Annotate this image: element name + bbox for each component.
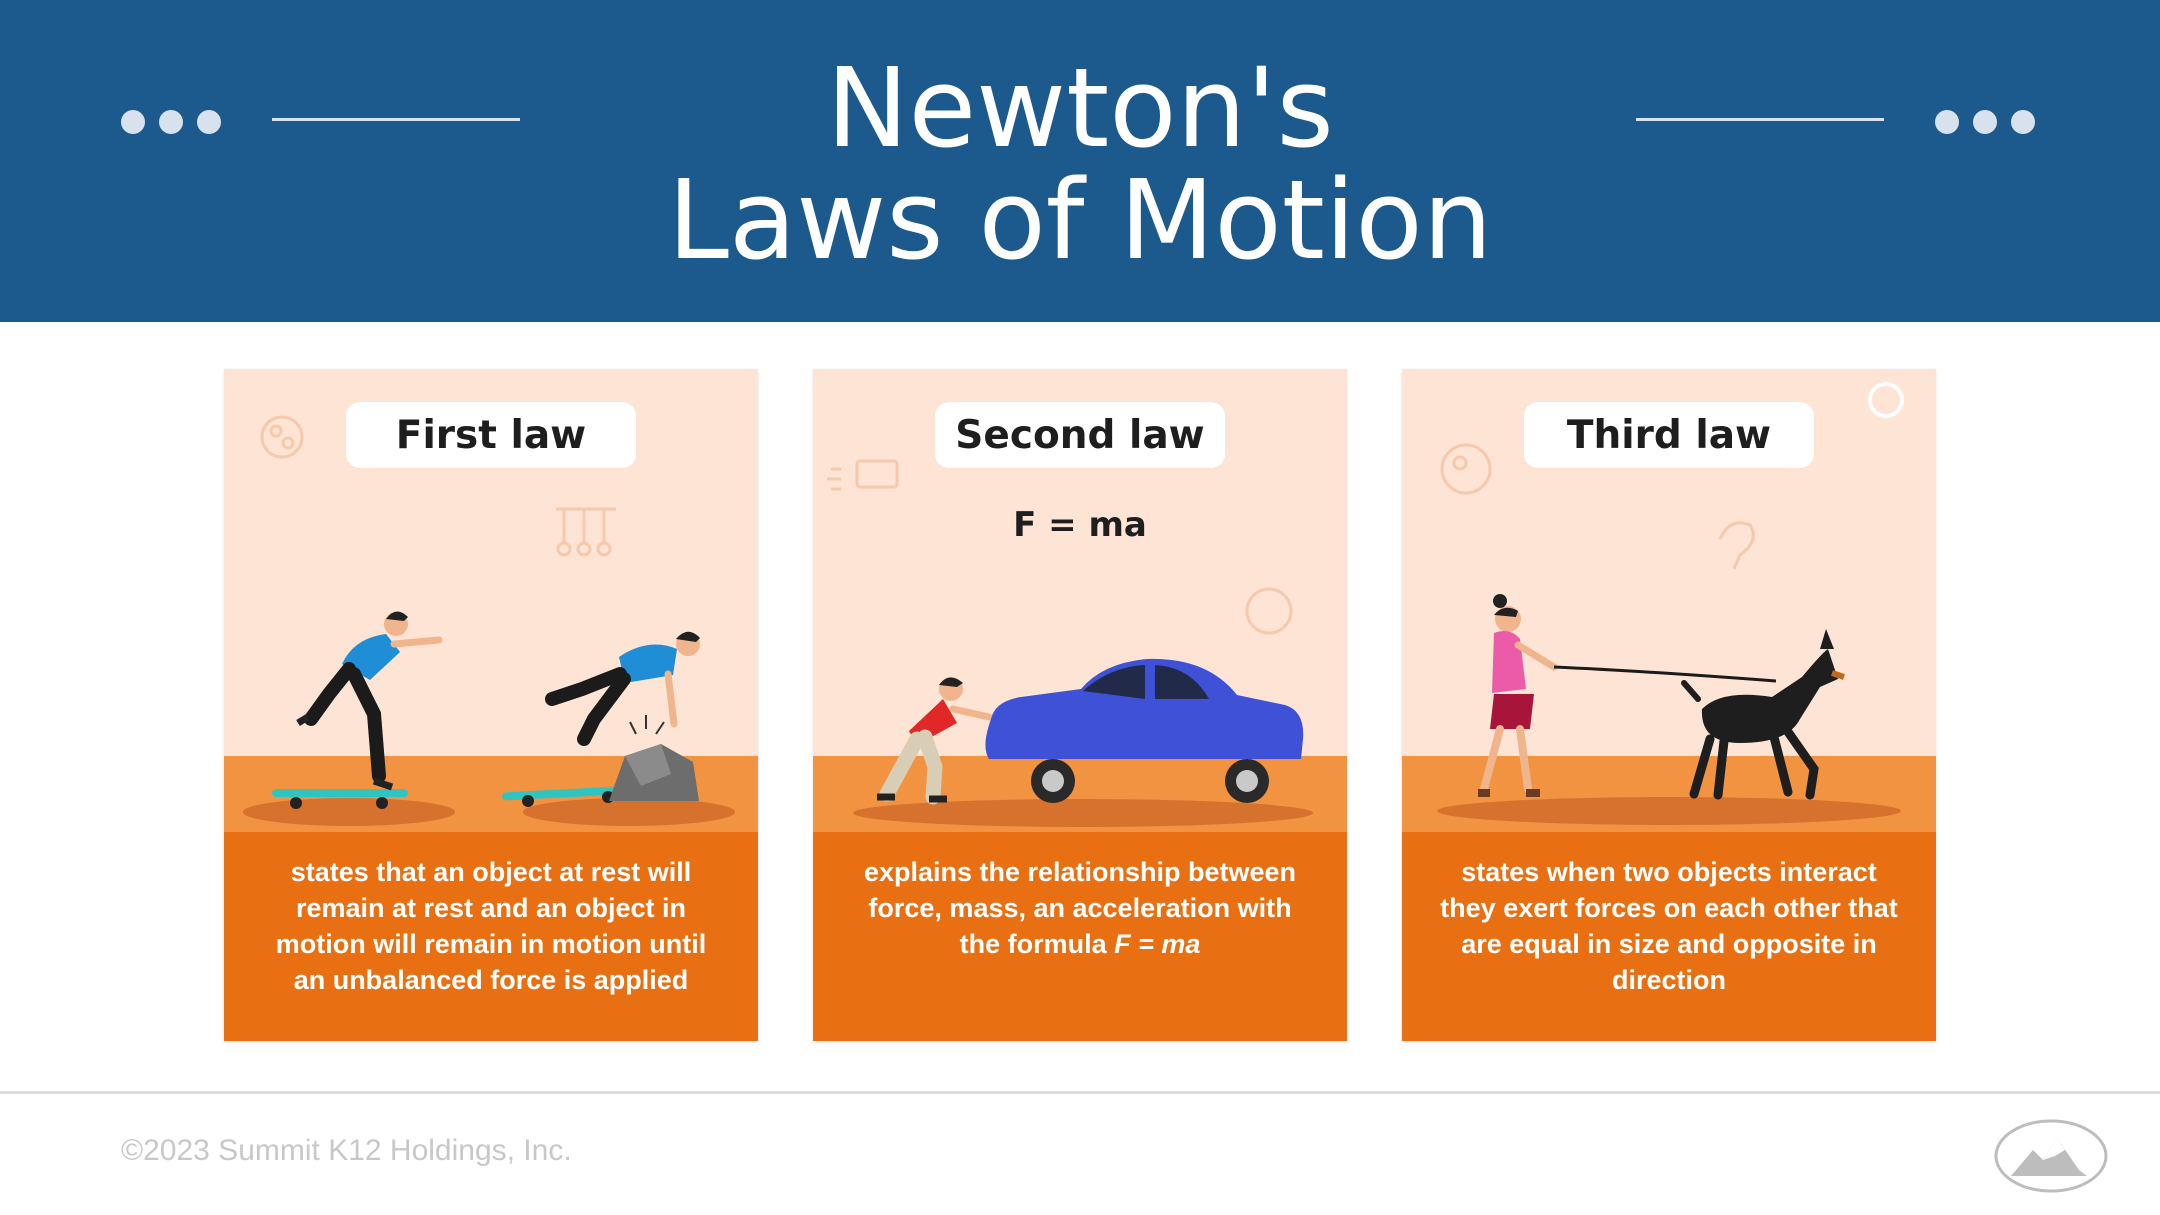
dog-icon: [1681, 629, 1845, 800]
card-second-law: Second law F = ma explains the relations…: [813, 369, 1347, 1041]
header-banner: Newton's Laws of Motion: [0, 0, 2160, 322]
card-third-law: Third law states when two objects intera…: [1402, 369, 1936, 1041]
left-divider-line: [272, 118, 520, 121]
pushing-man-icon: [877, 677, 993, 805]
card-first-law: First law states t: [224, 369, 758, 1041]
second-law-description-formula: F = ma: [1114, 929, 1201, 959]
copyright-text: ©2023 Summit K12 Holdings, Inc.: [121, 1134, 572, 1167]
skateboarding-scene: [243, 611, 735, 826]
second-law-formula: F = ma: [1013, 505, 1147, 545]
car-pushing-scene: [853, 658, 1313, 827]
page-title: Newton's Laws of Motion: [480, 52, 1680, 276]
title-line-1: Newton's: [826, 44, 1334, 172]
right-dots-icon: [1935, 110, 2035, 134]
car-icon: [985, 658, 1304, 803]
second-law-description-panel: explains the relationship between force,…: [813, 832, 1347, 1041]
second-law-description: explains the relationship between force,…: [847, 854, 1313, 962]
second-law-heading: Second law: [935, 402, 1225, 468]
left-dots-icon: [121, 110, 221, 134]
second-law-description-text: explains the relationship between force,…: [863, 857, 1297, 959]
skateboarder-icon: [272, 611, 443, 809]
leash-icon: [1553, 665, 1777, 683]
mountain-logo-icon: [1994, 1119, 2108, 1193]
title-line-2: Laws of Motion: [667, 156, 1493, 284]
third-law-description-panel: states when two objects interact they ex…: [1402, 832, 1936, 1041]
third-law-heading: Third law: [1524, 402, 1814, 468]
footer-divider: [0, 1091, 2160, 1094]
dog-walking-scene: [1437, 594, 1901, 825]
third-law-description: states when two objects interact they ex…: [1440, 857, 1898, 995]
woman-icon: [1478, 594, 1558, 797]
falling-skateboarder-icon: [502, 631, 700, 807]
first-law-description-panel: states that an object at rest will remai…: [224, 832, 758, 1041]
rock-icon: [609, 715, 699, 801]
right-divider-line: [1636, 118, 1884, 121]
first-law-heading: First law: [346, 402, 636, 468]
first-law-description: states that an object at rest will remai…: [275, 857, 707, 995]
